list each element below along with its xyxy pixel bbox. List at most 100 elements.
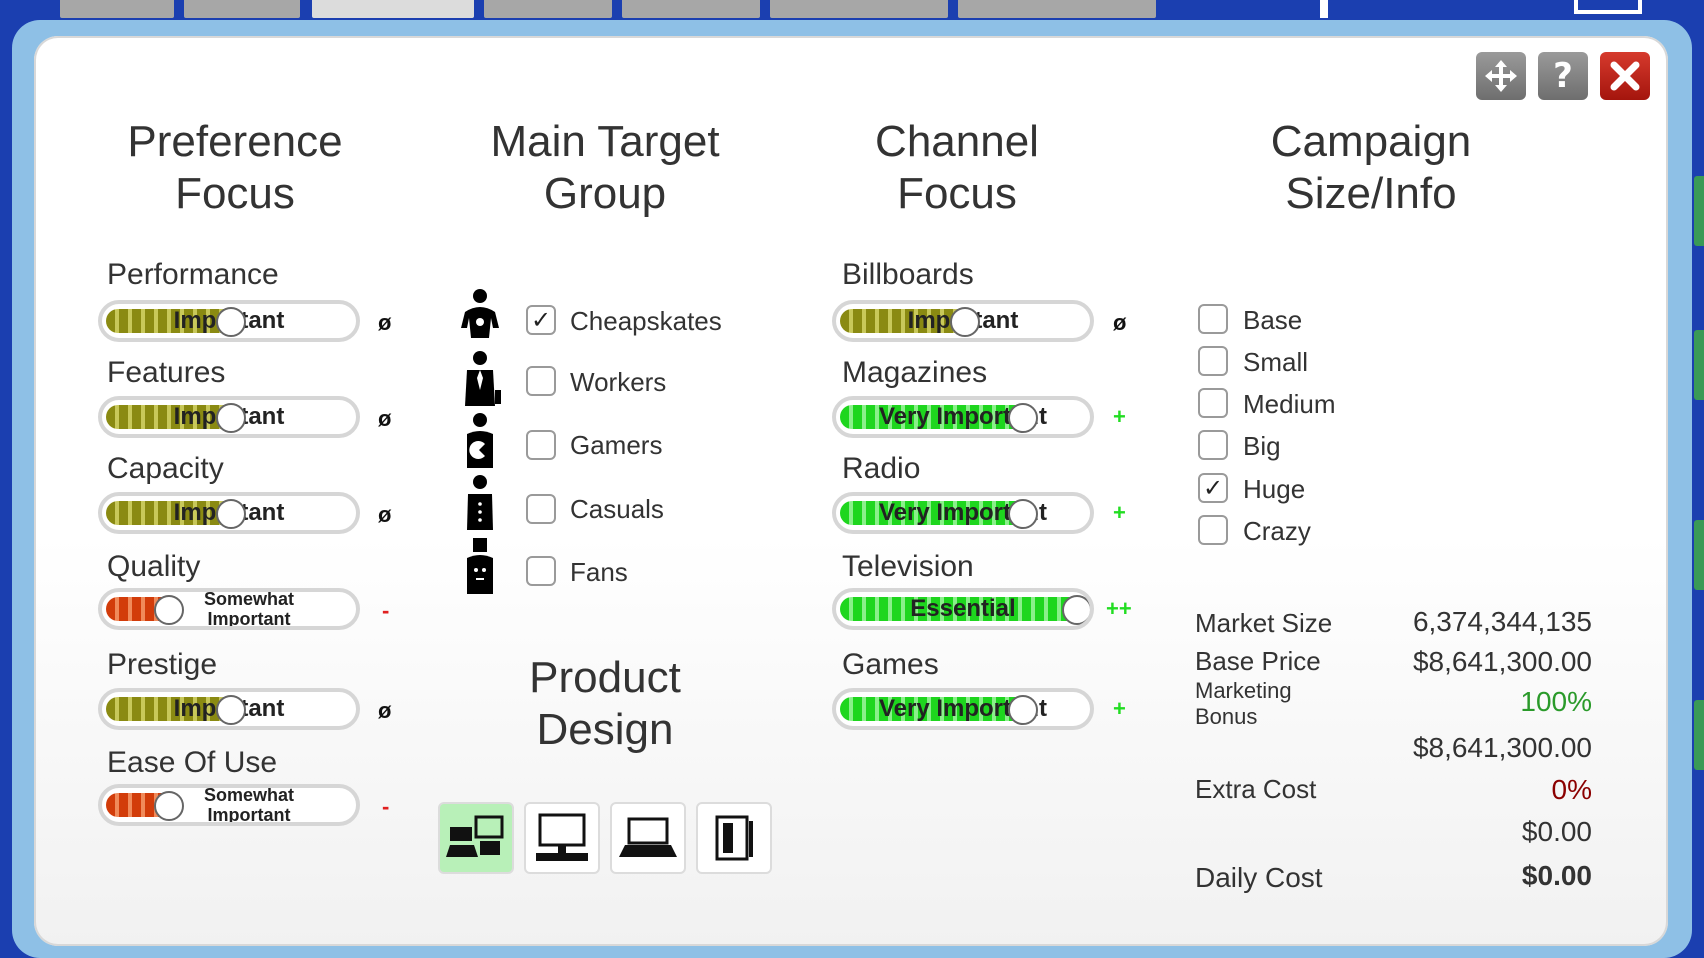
design-tablet-button[interactable] (696, 802, 772, 874)
capacity-indicator: ø (378, 502, 392, 527)
all-devices-icon (446, 815, 504, 857)
slider-knob[interactable] (1008, 499, 1038, 529)
gamers-checkbox[interactable] (526, 430, 556, 460)
bg-logo (1334, 0, 1704, 18)
close-button[interactable] (1600, 52, 1650, 100)
size-huge-checkbox[interactable]: ✓ (1198, 473, 1228, 503)
magazines-slider[interactable]: Very Important (832, 396, 1094, 438)
worker-icon (465, 351, 501, 406)
daily-cost-value: $0.00 (1521, 860, 1592, 891)
slider-knob[interactable] (950, 307, 980, 337)
games-slider[interactable]: Very Important (832, 688, 1094, 730)
bg-tab (484, 0, 612, 18)
ease-of-use-slider[interactable]: Somewhat Important (98, 784, 360, 826)
title-line: Focus (897, 169, 1017, 218)
fans-label[interactable]: Fans (570, 557, 628, 587)
design-desktop-button[interactable] (524, 802, 600, 874)
slider-knob[interactable] (216, 403, 246, 433)
slider-fill (840, 697, 1022, 721)
prestige-indicator: ø (378, 698, 392, 723)
size-medium-label[interactable]: Medium (1243, 389, 1336, 419)
slider-knob[interactable] (154, 791, 184, 821)
preference-focus-title: Preference Focus (55, 116, 415, 220)
slider-value-line: Important (207, 609, 291, 629)
slider-knob[interactable] (1008, 695, 1038, 725)
cheapskates-checkbox[interactable]: ✓ (526, 305, 556, 335)
size-crazy-checkbox[interactable] (1198, 515, 1228, 545)
gamer-icon (467, 413, 493, 468)
size-huge-label[interactable]: Huge (1243, 474, 1306, 504)
radio-indicator: + (1113, 500, 1126, 525)
slider-knob[interactable] (154, 595, 184, 625)
quality-slider[interactable]: Somewhat Important (98, 588, 360, 630)
move-button[interactable] (1476, 52, 1526, 100)
fan-icon (467, 538, 493, 594)
performance-indicator: ø (378, 310, 392, 335)
extra-cost-percent: 0% (1551, 774, 1592, 805)
workers-checkbox[interactable] (526, 366, 556, 396)
base-price-label: Base Price (1195, 646, 1321, 676)
magazines-indicator: + (1113, 404, 1126, 429)
gamers-label[interactable]: Gamers (570, 430, 663, 460)
performance-slider[interactable]: Important (98, 300, 360, 342)
bg-tab (312, 0, 474, 18)
help-icon: ? (1553, 56, 1573, 96)
slider-value: Somewhat Important (142, 788, 356, 822)
marketing-bonus-value: 100% (1520, 686, 1592, 717)
slider-value-line: Somewhat (203, 589, 295, 609)
slider-knob[interactable] (1062, 595, 1090, 625)
help-button[interactable]: ? (1538, 52, 1588, 100)
move-icon (1485, 60, 1517, 92)
capacity-slider[interactable]: Important (98, 492, 360, 534)
marketing-bonus-label: Marketing Bonus (1195, 678, 1292, 730)
magazines-label: Magazines (842, 356, 988, 389)
size-base-checkbox[interactable] (1198, 304, 1228, 334)
design-all-devices-button[interactable] (438, 802, 514, 874)
slider-value: Very Important (878, 695, 1048, 722)
slider-fill (840, 309, 964, 333)
size-crazy-label[interactable]: Crazy (1243, 516, 1311, 546)
base-price-value: $8,641,300.00 (1412, 646, 1592, 677)
size-big-checkbox[interactable] (1198, 430, 1228, 460)
features-indicator: ø (378, 406, 392, 431)
slider-value: Very Important (878, 403, 1048, 430)
prestige-label: Prestige (107, 648, 218, 681)
billboards-slider[interactable]: Important (832, 300, 1094, 342)
television-indicator: ++ (1106, 596, 1132, 621)
radio-label: Radio (842, 452, 921, 485)
fans-checkbox[interactable] (526, 556, 556, 586)
bg-tab (184, 0, 300, 18)
main-target-group-title: Main Target Group (425, 116, 785, 220)
slider-knob[interactable] (216, 307, 246, 337)
slider-knob[interactable] (216, 695, 246, 725)
slider-fill (106, 405, 230, 429)
casuals-checkbox[interactable] (526, 494, 556, 524)
slider-knob[interactable] (216, 499, 246, 529)
channel-focus-title: Channel Focus (777, 116, 1137, 220)
workers-label[interactable]: Workers (570, 367, 667, 397)
title-line: Design (536, 705, 674, 754)
size-base-label[interactable]: Base (1243, 305, 1303, 335)
bonus-price-value: $8,641,300.00 (1412, 732, 1592, 763)
radio-slider[interactable]: Very Important (832, 492, 1094, 534)
television-slider[interactable]: Essential (832, 588, 1094, 630)
cheapskates-label[interactable]: Cheapskates (570, 306, 722, 336)
bg-divider (1320, 0, 1328, 18)
games-indicator: + (1113, 696, 1126, 721)
tablet-icon (715, 815, 753, 861)
prestige-slider[interactable]: Important (98, 688, 360, 730)
capacity-label: Capacity (107, 452, 224, 485)
size-small-checkbox[interactable] (1198, 346, 1228, 376)
slider-fill (840, 597, 1080, 621)
quality-label: Quality (107, 550, 201, 583)
billboards-indicator: ø (1113, 310, 1127, 335)
size-medium-checkbox[interactable] (1198, 388, 1228, 418)
slider-knob[interactable] (1008, 403, 1038, 433)
features-slider[interactable]: Important (98, 396, 360, 438)
size-small-label[interactable]: Small (1243, 347, 1309, 377)
laptop-icon (619, 817, 677, 857)
billboards-label: Billboards (842, 258, 974, 291)
design-laptop-button[interactable] (610, 802, 686, 874)
casuals-label[interactable]: Casuals (570, 494, 664, 524)
size-big-label[interactable]: Big (1243, 431, 1281, 461)
